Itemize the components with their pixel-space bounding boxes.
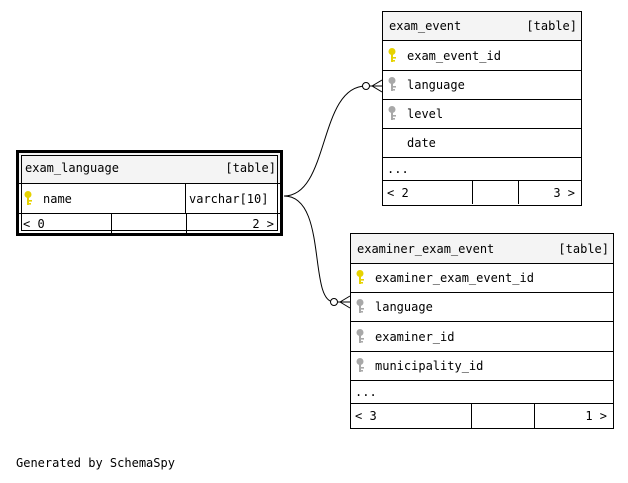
column-name: exam_event_id — [407, 48, 501, 63]
column-row[interactable]: examiner_id — [351, 322, 613, 352]
crowfoot-examiner-exam-event — [339, 295, 351, 309]
column-name: date — [407, 136, 436, 150]
connector-examiner-exam-event-language — [283, 195, 350, 303]
column-row[interactable]: language — [351, 293, 613, 322]
crowfoot-circle-exam-event — [362, 82, 370, 90]
column-row[interactable]: examiner_exam_event_id — [351, 264, 613, 293]
more-columns: ... — [383, 158, 581, 181]
footer-spacer — [472, 181, 519, 204]
children-count[interactable]: 1 > — [585, 409, 607, 423]
foreign-key-icon — [355, 328, 369, 346]
table-header: exam_event [table] — [383, 12, 581, 41]
column-name: municipality_id — [375, 359, 484, 373]
table-footer: < 0 2 > — [19, 214, 280, 233]
column-type: varchar[10] — [189, 191, 269, 206]
column-name: examiner_id — [375, 329, 455, 344]
foreign-key-icon — [387, 105, 401, 123]
ellipsis: ... — [355, 385, 377, 399]
table-tag: [table] — [558, 241, 609, 256]
column-row[interactable]: language — [383, 71, 581, 100]
foreign-key-icon — [355, 298, 369, 316]
primary-key-icon — [23, 190, 37, 208]
column-name: language — [375, 300, 433, 314]
foreign-key-icon — [387, 76, 401, 94]
parents-count[interactable]: < 3 — [355, 409, 377, 423]
foreign-key-icon — [355, 357, 369, 375]
column-row[interactable]: municipality_id — [351, 352, 613, 381]
column-row[interactable]: date — [383, 129, 581, 158]
table-exam-language[interactable]: exam_language [table] name varchar[10] <… — [16, 150, 283, 236]
generated-by-label: Generated by SchemaSpy — [16, 456, 175, 470]
column-name: level — [407, 107, 444, 121]
table-name: examiner_exam_event — [357, 241, 495, 256]
column-row[interactable]: level — [383, 100, 581, 129]
primary-key-icon — [355, 269, 369, 287]
table-name: exam_event — [389, 19, 462, 33]
table-footer: < 3 1 > — [351, 404, 613, 428]
footer-spacer — [471, 404, 535, 428]
column-row[interactable]: name varchar[10] — [19, 184, 280, 214]
more-columns: ... — [351, 381, 613, 404]
column-name: name — [43, 191, 72, 206]
table-header: examiner_exam_event [table] — [351, 234, 613, 264]
connector-exam-event-language — [283, 85, 382, 197]
table-name: exam_language — [25, 161, 119, 175]
crowfoot-exam-event — [371, 79, 383, 93]
table-header: exam_language [table] — [19, 153, 280, 184]
table-exam-event[interactable]: exam_event [table] exam_event_id languag… — [382, 11, 582, 206]
parents-count[interactable]: < 2 — [387, 185, 409, 200]
table-examiner-exam-event[interactable]: examiner_exam_event [table] examiner_exa… — [350, 233, 614, 429]
column-row[interactable]: exam_event_id — [383, 41, 581, 71]
table-tag: [table] — [225, 161, 276, 175]
children-count[interactable]: 2 > — [252, 216, 274, 231]
ellipsis: ... — [387, 162, 409, 176]
children-count[interactable]: 3 > — [553, 185, 575, 200]
table-tag: [table] — [526, 19, 577, 33]
column-name: language — [407, 78, 465, 92]
footer-spacer — [111, 214, 187, 233]
column-name: examiner_exam_event_id — [375, 271, 534, 285]
table-footer: < 2 3 > — [383, 181, 581, 204]
parents-count[interactable]: < 0 — [23, 216, 45, 231]
crowfoot-circle-examiner-exam-event — [330, 298, 338, 306]
primary-key-icon — [387, 47, 401, 65]
